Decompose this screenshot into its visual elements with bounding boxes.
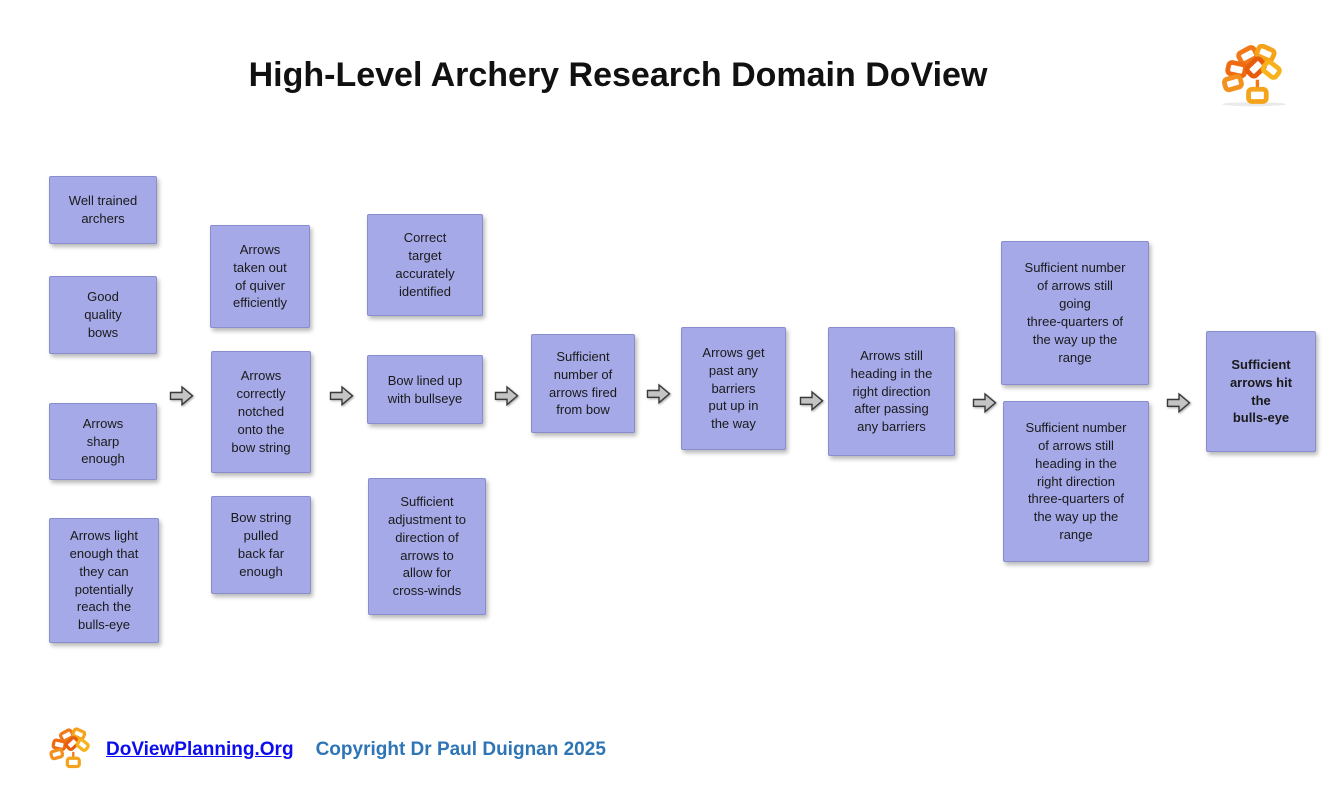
diagram-box-label: Sufficient number of arrows still headin…: [1025, 419, 1127, 543]
diagram-box-label: Arrows get past any barriers put up in t…: [702, 344, 765, 432]
flow-arrow-icon-4: [646, 382, 671, 406]
diagram-box-label: Well trained archers: [68, 193, 138, 226]
diagram-box-label: Sufficient arrows hit the bulls-eye: [1229, 356, 1293, 426]
diagram-box-arrows-get-past-barriers: Arrows get past any barriers put up in t…: [681, 327, 786, 450]
flow-arrow-icon-3: [494, 384, 519, 408]
diagram-box-label: Arrows sharp enough: [81, 415, 125, 467]
diagram-box-arrows-sharp-enough: Arrows sharp enough: [49, 403, 157, 480]
diagram-box-label: Good quality bows: [84, 289, 122, 340]
diagram-box-correct-target-identified: Correct target accurately identified: [367, 214, 483, 316]
diagram-box-arrows-correctly-notched: Arrows correctly notched onto the bow st…: [211, 351, 311, 473]
doviewplanning-link[interactable]: DoViewPlanning.Org: [106, 739, 294, 760]
diagram-box-well-trained-archers: Well trained archers: [49, 176, 157, 244]
doview-logo-icon: [1220, 43, 1288, 110]
flow-arrow-icon-7: [1166, 391, 1191, 415]
page-title: High-Level Archery Research Domain DoVie…: [248, 56, 988, 94]
diagram-box-label: Sufficient adjustment to direction of ar…: [387, 493, 467, 599]
diagram-box-arrows-still-heading-right: Arrows still heading in the right direct…: [828, 327, 955, 456]
diagram-box-label: Arrows correctly notched onto the bow st…: [231, 368, 291, 455]
flow-arrow-icon-2: [329, 384, 354, 408]
diagram-box-arrows-taken-out-of-quiver: Arrows taken out of quiver efficiently: [210, 225, 310, 328]
diagram-box-good-quality-bows: Good quality bows: [49, 276, 157, 354]
diagram-box-arrows-fired-from-bow: Sufficient number of arrows fired from b…: [531, 334, 635, 433]
flow-arrow-icon-1: [169, 384, 194, 408]
diagram-box-arrows-hit-bulls-eye: Sufficient arrows hit the bulls-eye: [1206, 331, 1316, 452]
diagram-box-arrows-light-enough: Arrows light enough that they can potent…: [49, 518, 159, 643]
flow-arrow-icon-6: [972, 391, 997, 415]
diagram-box-arrows-heading-right-three-quarters: Sufficient number of arrows still headin…: [1003, 401, 1149, 562]
diagram-box-label: Sufficient number of arrows fired from b…: [549, 348, 617, 418]
diagram-box-label: Bow string pulled back far enough: [230, 510, 292, 579]
diagram-box-bow-string-pulled-back: Bow string pulled back far enough: [211, 496, 311, 594]
doview-footer-logo-icon: [48, 726, 94, 774]
diagram-box-label: Sufficient number of arrows still going …: [1024, 260, 1126, 365]
diagram-box-label: Arrows still heading in the right direct…: [850, 347, 933, 435]
diagram-box-bow-lined-up-with-bullseye: Bow lined up with bullseye: [367, 355, 483, 424]
flow-arrow-icon-5: [799, 389, 824, 413]
diagram-box-label: Bow lined up with bullseye: [387, 372, 463, 406]
copyright-text: Copyright Dr Paul Duignan 2025: [315, 739, 606, 760]
diagram-box-arrows-going-three-quarters: Sufficient number of arrows still going …: [1001, 241, 1149, 385]
diagram-box-label: Arrows light enough that they can potent…: [69, 527, 139, 633]
footer: DoViewPlanning.Org Copyright Dr Paul Dui…: [48, 726, 606, 774]
diagram-box-adjustment-for-cross-winds: Sufficient adjustment to direction of ar…: [368, 478, 486, 615]
diagram-box-label: Correct target accurately identified: [395, 230, 455, 299]
diagram-box-label: Arrows taken out of quiver efficiently: [233, 241, 287, 311]
